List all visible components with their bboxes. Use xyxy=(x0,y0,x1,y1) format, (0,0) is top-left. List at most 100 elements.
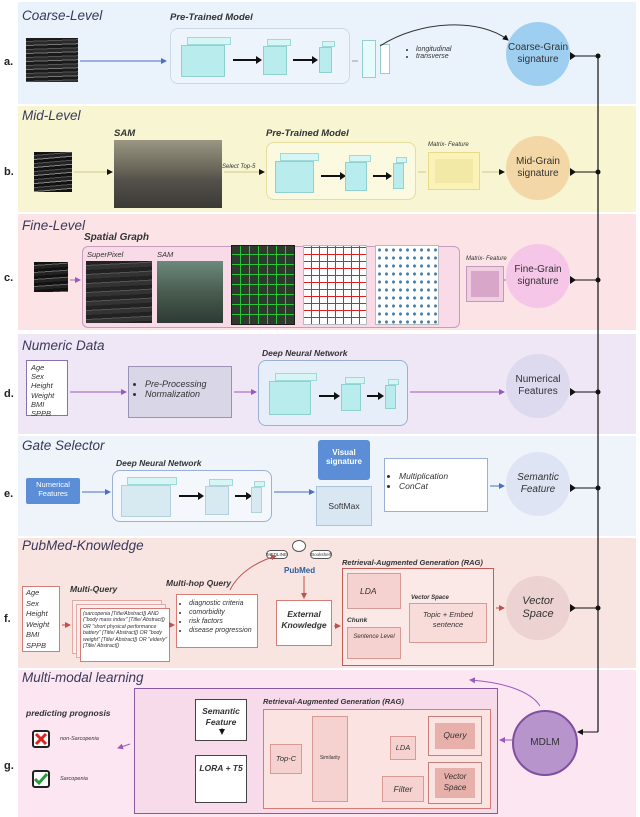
field: Weight xyxy=(26,619,50,629)
ultrasound-image xyxy=(34,262,68,292)
gate-selector-panel: Gate Selector Numerical Features Deep Ne… xyxy=(18,436,636,536)
field: Age xyxy=(31,363,45,372)
ultrasound-image xyxy=(34,152,72,192)
arrow xyxy=(319,392,340,400)
sentence-box: Sentence Level xyxy=(347,627,401,659)
row-label: c. xyxy=(4,272,14,284)
lda-box: LDA xyxy=(390,736,416,760)
arrow xyxy=(235,492,252,500)
view-item: longitudinal xyxy=(416,46,451,53)
fine-level-panel: Fine-Level Spatial Graph SuperPixel SAM … xyxy=(18,214,636,330)
model-label: Pre-Trained Model xyxy=(170,12,253,23)
topic-label: Topic + Embed sentence xyxy=(423,610,473,629)
layer-cube xyxy=(121,477,177,517)
matrix-inner xyxy=(435,159,473,183)
field: Height xyxy=(31,381,53,391)
numerical-features-input: Numerical Features xyxy=(26,478,80,504)
coarse-grain-signature: Coarse-Grain signature xyxy=(506,22,570,86)
bookshelf-badge: Bookshelf xyxy=(310,550,332,559)
sam-image xyxy=(114,140,222,208)
pubmed-logo: PubMed xyxy=(284,566,316,575)
row-label: f. xyxy=(4,613,11,625)
query-text: (sarcopenia [Title/Abstract]) AND ("body… xyxy=(83,611,167,650)
ops-box: Multiplication ConCat xyxy=(384,458,488,512)
node-graph xyxy=(375,245,439,325)
medline-badge: MEDLINE xyxy=(266,550,288,559)
vectorspace-box: Topic + Embed sentence xyxy=(409,603,487,643)
region-graph xyxy=(303,245,367,325)
ncbi-icon xyxy=(292,540,306,552)
softmax-box: SoftMax xyxy=(316,486,372,526)
chunk-label: Chunk xyxy=(347,617,368,624)
field: Sex xyxy=(26,598,39,608)
pretrained-model-box xyxy=(170,28,350,84)
rag-box: Top-C Similarity LDA Query Filter Vector… xyxy=(263,709,491,809)
sam-label: SAM xyxy=(114,128,136,139)
layer-cube xyxy=(181,37,231,77)
non-sarcopenia-label: non-Sarcopenia xyxy=(60,736,99,742)
view-list: longitudinal transverse xyxy=(404,46,451,60)
sam-label: SAM xyxy=(157,250,174,259)
ultrasound-image xyxy=(26,38,78,82)
layer-cube xyxy=(205,479,233,515)
multiquery-label: Multi-Query xyxy=(70,584,118,594)
coarse-level-panel: Coarse-Level Pre-Trained Model longitudi… xyxy=(18,2,636,104)
query-inner: Query xyxy=(435,723,475,749)
fields-box: Age Sex Height Weight BMI SPPB xyxy=(26,360,68,418)
mdlm-node: MDLM xyxy=(512,710,578,776)
similarity-box: Similarity xyxy=(312,716,348,802)
multihop-box: diagnostic criteria comorbidity risk fac… xyxy=(176,594,258,648)
matrix-feature xyxy=(428,152,480,190)
matrix-feature xyxy=(466,266,504,302)
semantic-feature: Semantic Feature xyxy=(506,452,570,516)
arrow xyxy=(367,392,384,400)
select-label: Select Top-5 xyxy=(222,164,256,170)
semantic-feature-box: Semantic Feature xyxy=(195,699,247,741)
hop: disease progression xyxy=(189,626,255,635)
sam-image xyxy=(157,261,223,323)
layer-cube xyxy=(393,157,407,189)
panel-title: Numeric Data xyxy=(22,338,105,353)
topc-box: Top-C xyxy=(270,744,302,774)
predict-label: predicting prognosis xyxy=(26,708,111,718)
check-icon xyxy=(32,770,50,788)
panel-title: Gate Selector xyxy=(22,438,105,453)
pubmed-knowledge-panel: PubMed-Knowledge Age Sex Height Weight B… xyxy=(18,538,636,668)
query-box: Query xyxy=(428,716,482,756)
pre-step: Normalization xyxy=(145,389,225,399)
numerical-features: Numerical Features xyxy=(506,354,570,418)
pretrained-model-box xyxy=(266,142,416,200)
query-box: (sarcopenia [Title/Abstract]) AND ("body… xyxy=(80,608,170,662)
fields-box: Age Sex Height Weight BMI SPPB xyxy=(22,586,60,652)
cross-icon xyxy=(32,730,50,748)
row-label: d. xyxy=(4,388,14,400)
main-frame: Semantic Feature LORA + T5 Retrieval-Aug… xyxy=(134,688,498,814)
dnn-box xyxy=(258,360,408,426)
panel-title: PubMed-Knowledge xyxy=(22,538,144,553)
rag-label: Retrieval-Augmented Generation (RAG) xyxy=(342,558,483,567)
hop: comorbidity xyxy=(189,608,255,617)
layer-cube xyxy=(345,155,371,191)
spatial-graph-box: SuperPixel SAM xyxy=(82,245,460,328)
layer-cube xyxy=(269,373,317,415)
panel-title: Fine-Level xyxy=(22,218,86,233)
dnn-box xyxy=(112,470,272,522)
visual-signature: Visual signature xyxy=(318,440,370,480)
rag-label: Retrieval-Augmented Generation (RAG) xyxy=(263,697,404,706)
dnn-label: Deep Neural Network xyxy=(262,348,348,358)
field: Age xyxy=(26,588,40,597)
vector-space-output: Vector Space xyxy=(506,576,570,640)
preprocessing-box: Pre-Processing Normalization xyxy=(128,366,232,418)
field: BMI xyxy=(26,630,40,639)
field: Weight xyxy=(31,390,55,400)
panel-title: Coarse-Level xyxy=(22,8,103,23)
multihop-label: Multi-hop Query xyxy=(166,578,232,588)
sentence-label: Sentence Level xyxy=(353,634,395,640)
arrow xyxy=(293,56,318,64)
op: ConCat xyxy=(399,481,483,491)
arrow xyxy=(321,172,346,180)
panel-title: Multi-modal learning xyxy=(22,670,144,685)
layer-cube xyxy=(319,41,335,73)
field: Sex xyxy=(31,372,44,382)
vectorspace-label: Vector Space xyxy=(411,595,449,601)
